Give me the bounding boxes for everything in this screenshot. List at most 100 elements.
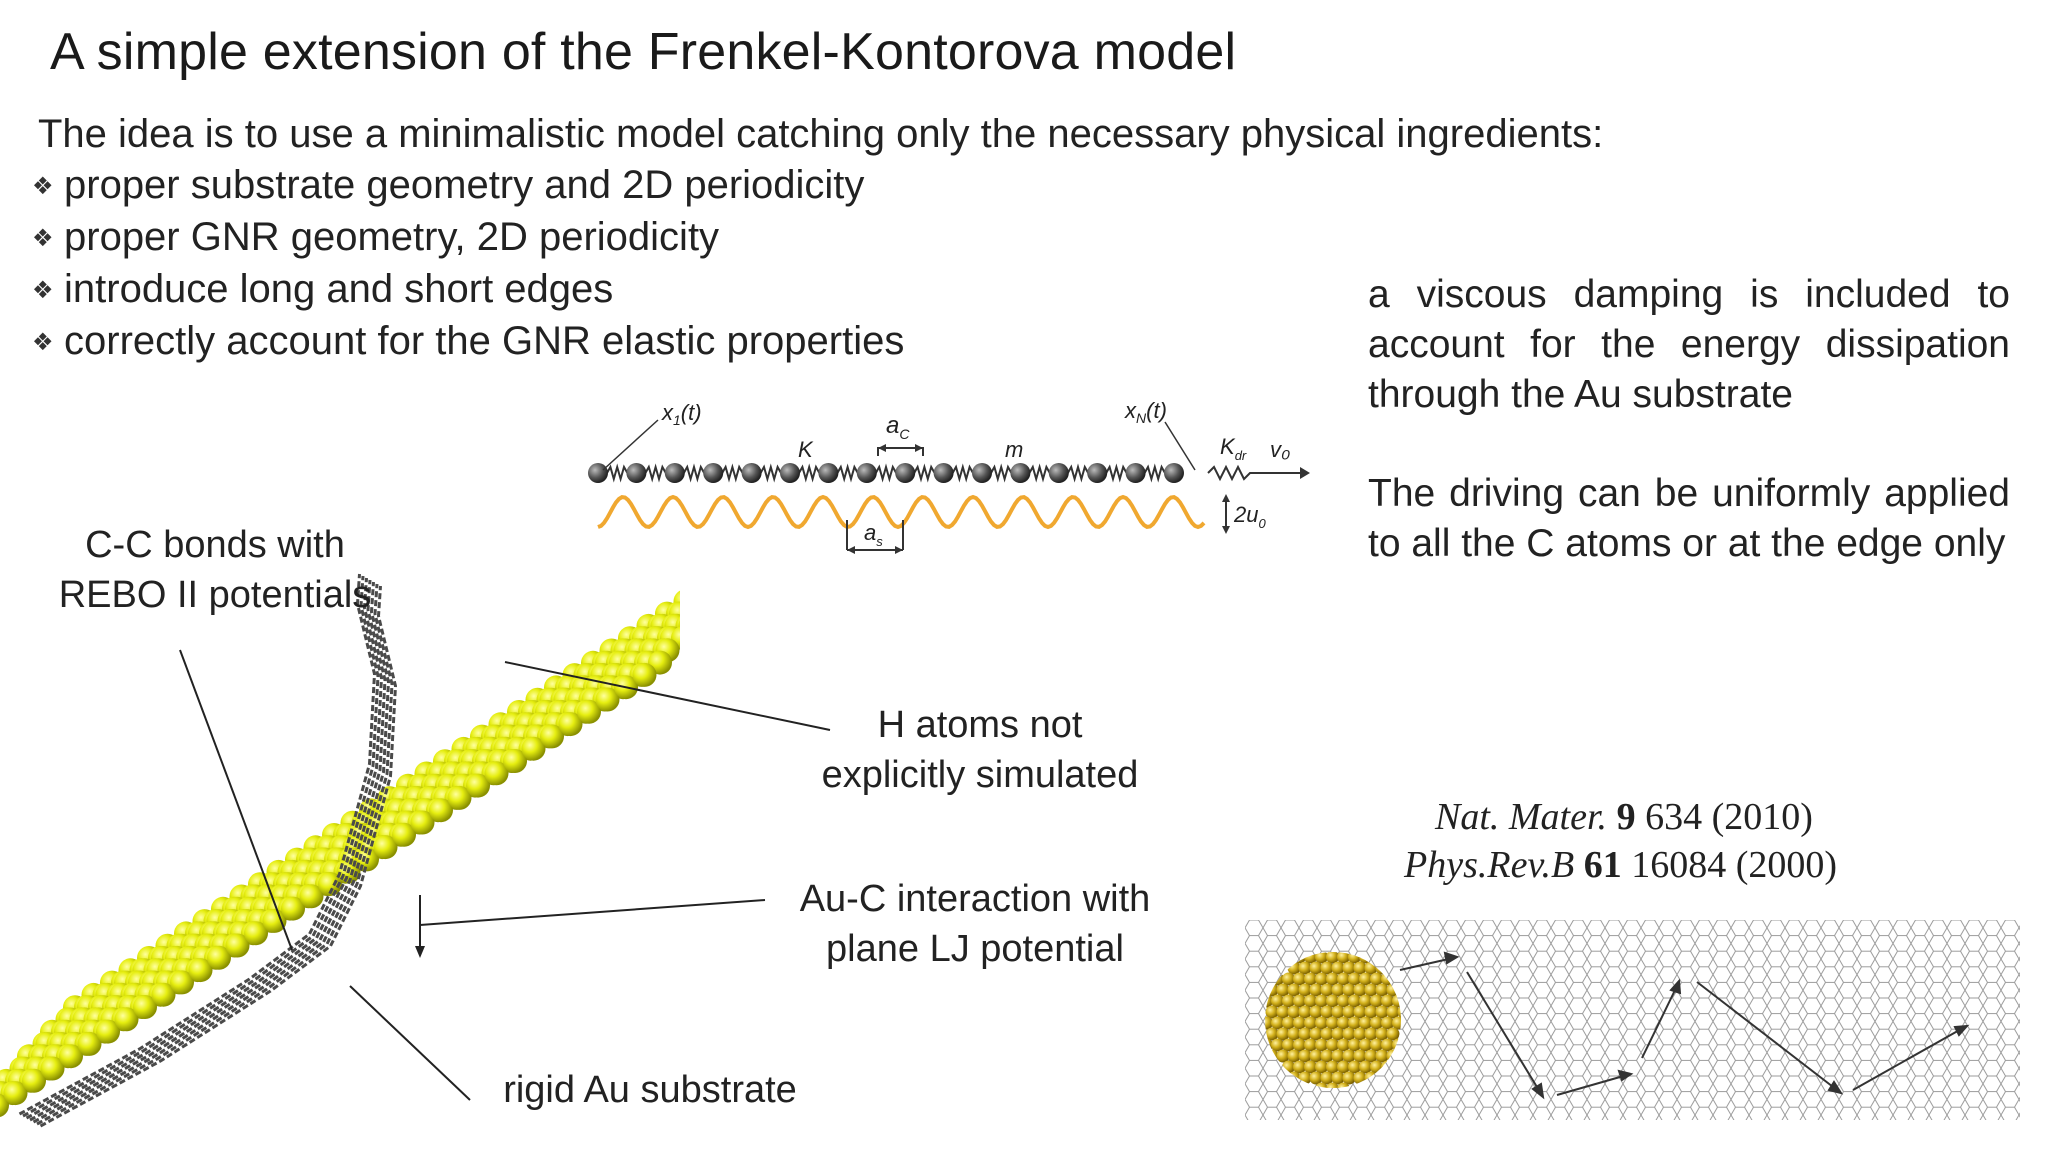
au-cluster-atom: [1370, 972, 1383, 986]
fk-model-diagram: x1(t) xN(t) K aC m Kdr v₀ as 2u0: [588, 398, 1310, 554]
au-cluster-atom: [1298, 1005, 1312, 1019]
au-cluster-atom: [1375, 983, 1389, 997]
au-cluster-atom: [1265, 1005, 1279, 1019]
reference-1: Nat. Mater. 9 634 (2010): [1435, 796, 1813, 838]
nanocluster-trajectory-illustration: [1245, 920, 2020, 1120]
atom: [856, 463, 877, 483]
spring: [990, 463, 1013, 483]
au-atom: [299, 884, 324, 909]
au-cluster-atom: [1381, 994, 1394, 1008]
au-cluster-atom: [1348, 994, 1361, 1008]
au-atom: [410, 810, 435, 835]
atom: [626, 463, 647, 483]
au-cluster-atom: [1342, 1071, 1356, 1085]
au-cluster-atom: [1337, 1016, 1350, 1030]
au-cluster-atom: [1315, 952, 1328, 964]
au-cluster-atom: [1392, 1016, 1401, 1030]
au-cluster-atom: [1315, 1082, 1328, 1088]
Kdr-label: Kdr: [1220, 434, 1247, 463]
ac-arrow-left-icon: [878, 444, 886, 452]
au-cluster-atom: [1353, 983, 1367, 997]
au-cluster-atom: [1364, 1027, 1378, 1041]
au-cluster-atom: [1337, 1038, 1350, 1052]
drive-spring: [1207, 464, 1300, 482]
ac-bracket: [877, 447, 924, 456]
au-atom: [114, 1007, 139, 1032]
graphene-nanoribbon: [18, 573, 398, 1128]
cc-bond-pointer: [179, 649, 293, 951]
gold-nanocluster: [1265, 952, 1401, 1088]
spring: [874, 463, 898, 483]
au-cluster-atom: [1293, 994, 1306, 1008]
reference-2: Phys.Rev.B 61 16084 (2000): [1404, 844, 1838, 886]
au-cluster-atom: [1320, 1027, 1334, 1041]
au-cluster-atom: [1364, 1005, 1378, 1019]
ribbon-strand: [39, 585, 398, 1128]
ribbon-strand: [22, 575, 380, 1118]
au-atom: [244, 921, 268, 946]
au-cluster-atom: [1309, 1049, 1323, 1063]
au-cluster-atom: [1282, 972, 1295, 986]
atom: [1087, 463, 1108, 483]
list-item: ❖correctly account for the GNR elastic p…: [32, 316, 904, 368]
bullet-icon: ❖: [32, 277, 54, 304]
au-atom: [77, 1031, 102, 1056]
ribbon-strand: [29, 579, 387, 1122]
au-cluster-atom: [1337, 994, 1350, 1008]
driving-text: The driving can be uniformly applied to …: [1368, 472, 2010, 565]
atom: [972, 463, 992, 483]
bullet-icon: ❖: [32, 173, 54, 200]
au-cluster-atom: [1326, 1038, 1339, 1052]
au-cluster-atom: [1337, 1082, 1350, 1088]
au-atom: [207, 945, 231, 970]
au-cluster-atom: [1331, 1071, 1345, 1085]
au-cluster-atom: [1348, 972, 1361, 986]
spring: [1105, 463, 1128, 483]
ingredient-list: ❖proper substrate geometry and 2D period…: [32, 160, 904, 368]
au-atom: [577, 699, 601, 724]
au-atom: [429, 798, 453, 823]
au-cluster-atom: [1326, 1060, 1339, 1074]
xN-pointer: [1164, 421, 1196, 471]
au-atom: [225, 933, 250, 958]
ribbon-strand: [18, 573, 377, 1116]
spring: [682, 463, 706, 483]
trajectory-arrows: [1399, 951, 1970, 1100]
spring: [721, 463, 744, 483]
spring: [759, 463, 782, 483]
au-cluster-atom: [1293, 1060, 1306, 1074]
u0-label: 2u0: [1233, 502, 1266, 531]
au-cluster-atom: [1326, 1082, 1339, 1088]
au-cluster-atom: [1342, 1027, 1356, 1041]
au-cluster-atom: [1331, 1027, 1345, 1041]
list-item: ❖introduce long and short edges: [32, 264, 904, 316]
au-cluster-atom: [1353, 1049, 1367, 1063]
au-cluster-atom: [1386, 1027, 1400, 1041]
au-cluster-atom: [1370, 1038, 1383, 1052]
au-cluster-atom: [1304, 1060, 1317, 1074]
au-cluster-atom: [1370, 1016, 1383, 1030]
au-atom: [22, 1068, 46, 1093]
au-cluster-atom: [1309, 961, 1323, 975]
au-cluster-atom: [1331, 983, 1345, 997]
auc-arrow-icon: [415, 946, 425, 958]
au-cluster-atom: [1331, 961, 1345, 975]
au-cluster-atom: [1309, 1027, 1323, 1041]
au-cluster-atom: [1359, 1016, 1372, 1030]
x1-pointer: [602, 419, 659, 471]
v0-label: v₀: [1270, 437, 1290, 462]
au-atom: [392, 822, 416, 847]
au-atom: [521, 736, 546, 761]
au-cluster-atom: [1326, 1016, 1339, 1030]
au-cluster-atom: [1359, 1038, 1372, 1052]
au-cluster-atom: [1359, 994, 1372, 1008]
au-cluster-atom: [1375, 1027, 1389, 1041]
drive-arrow-icon: [1300, 467, 1310, 479]
au-cluster-atom: [1375, 1005, 1389, 1019]
atom: [588, 463, 608, 483]
au-cluster-atom: [1298, 961, 1312, 975]
au-atom: [558, 712, 583, 737]
au-cluster-atom: [1353, 1005, 1367, 1019]
au-cluster-atom: [1265, 1027, 1279, 1041]
spring: [798, 463, 821, 483]
